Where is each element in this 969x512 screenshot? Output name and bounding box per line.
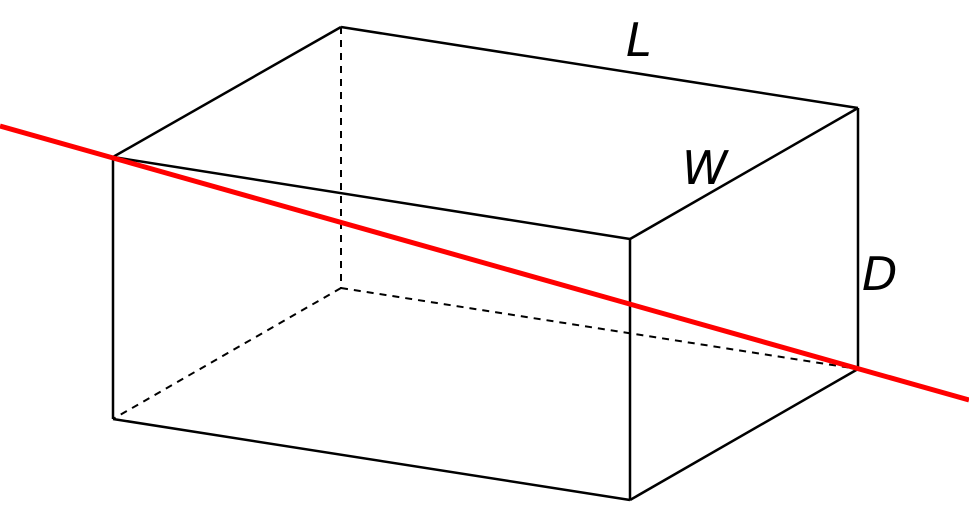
label-depth: D xyxy=(862,247,897,301)
edge-top-left xyxy=(112,25,342,159)
red-diagonal-line xyxy=(0,123,969,403)
edge-top-front xyxy=(112,155,631,241)
label-length: L xyxy=(626,13,652,67)
label-width: W xyxy=(682,141,729,195)
edge-bottom-front xyxy=(112,417,631,502)
edge-top-back xyxy=(340,25,859,110)
edge-bottom-right xyxy=(629,367,859,502)
hidden-edge-bottom-back xyxy=(340,287,859,370)
edge-top-right xyxy=(629,106,859,241)
hidden-edge-bottom-left xyxy=(112,287,342,420)
